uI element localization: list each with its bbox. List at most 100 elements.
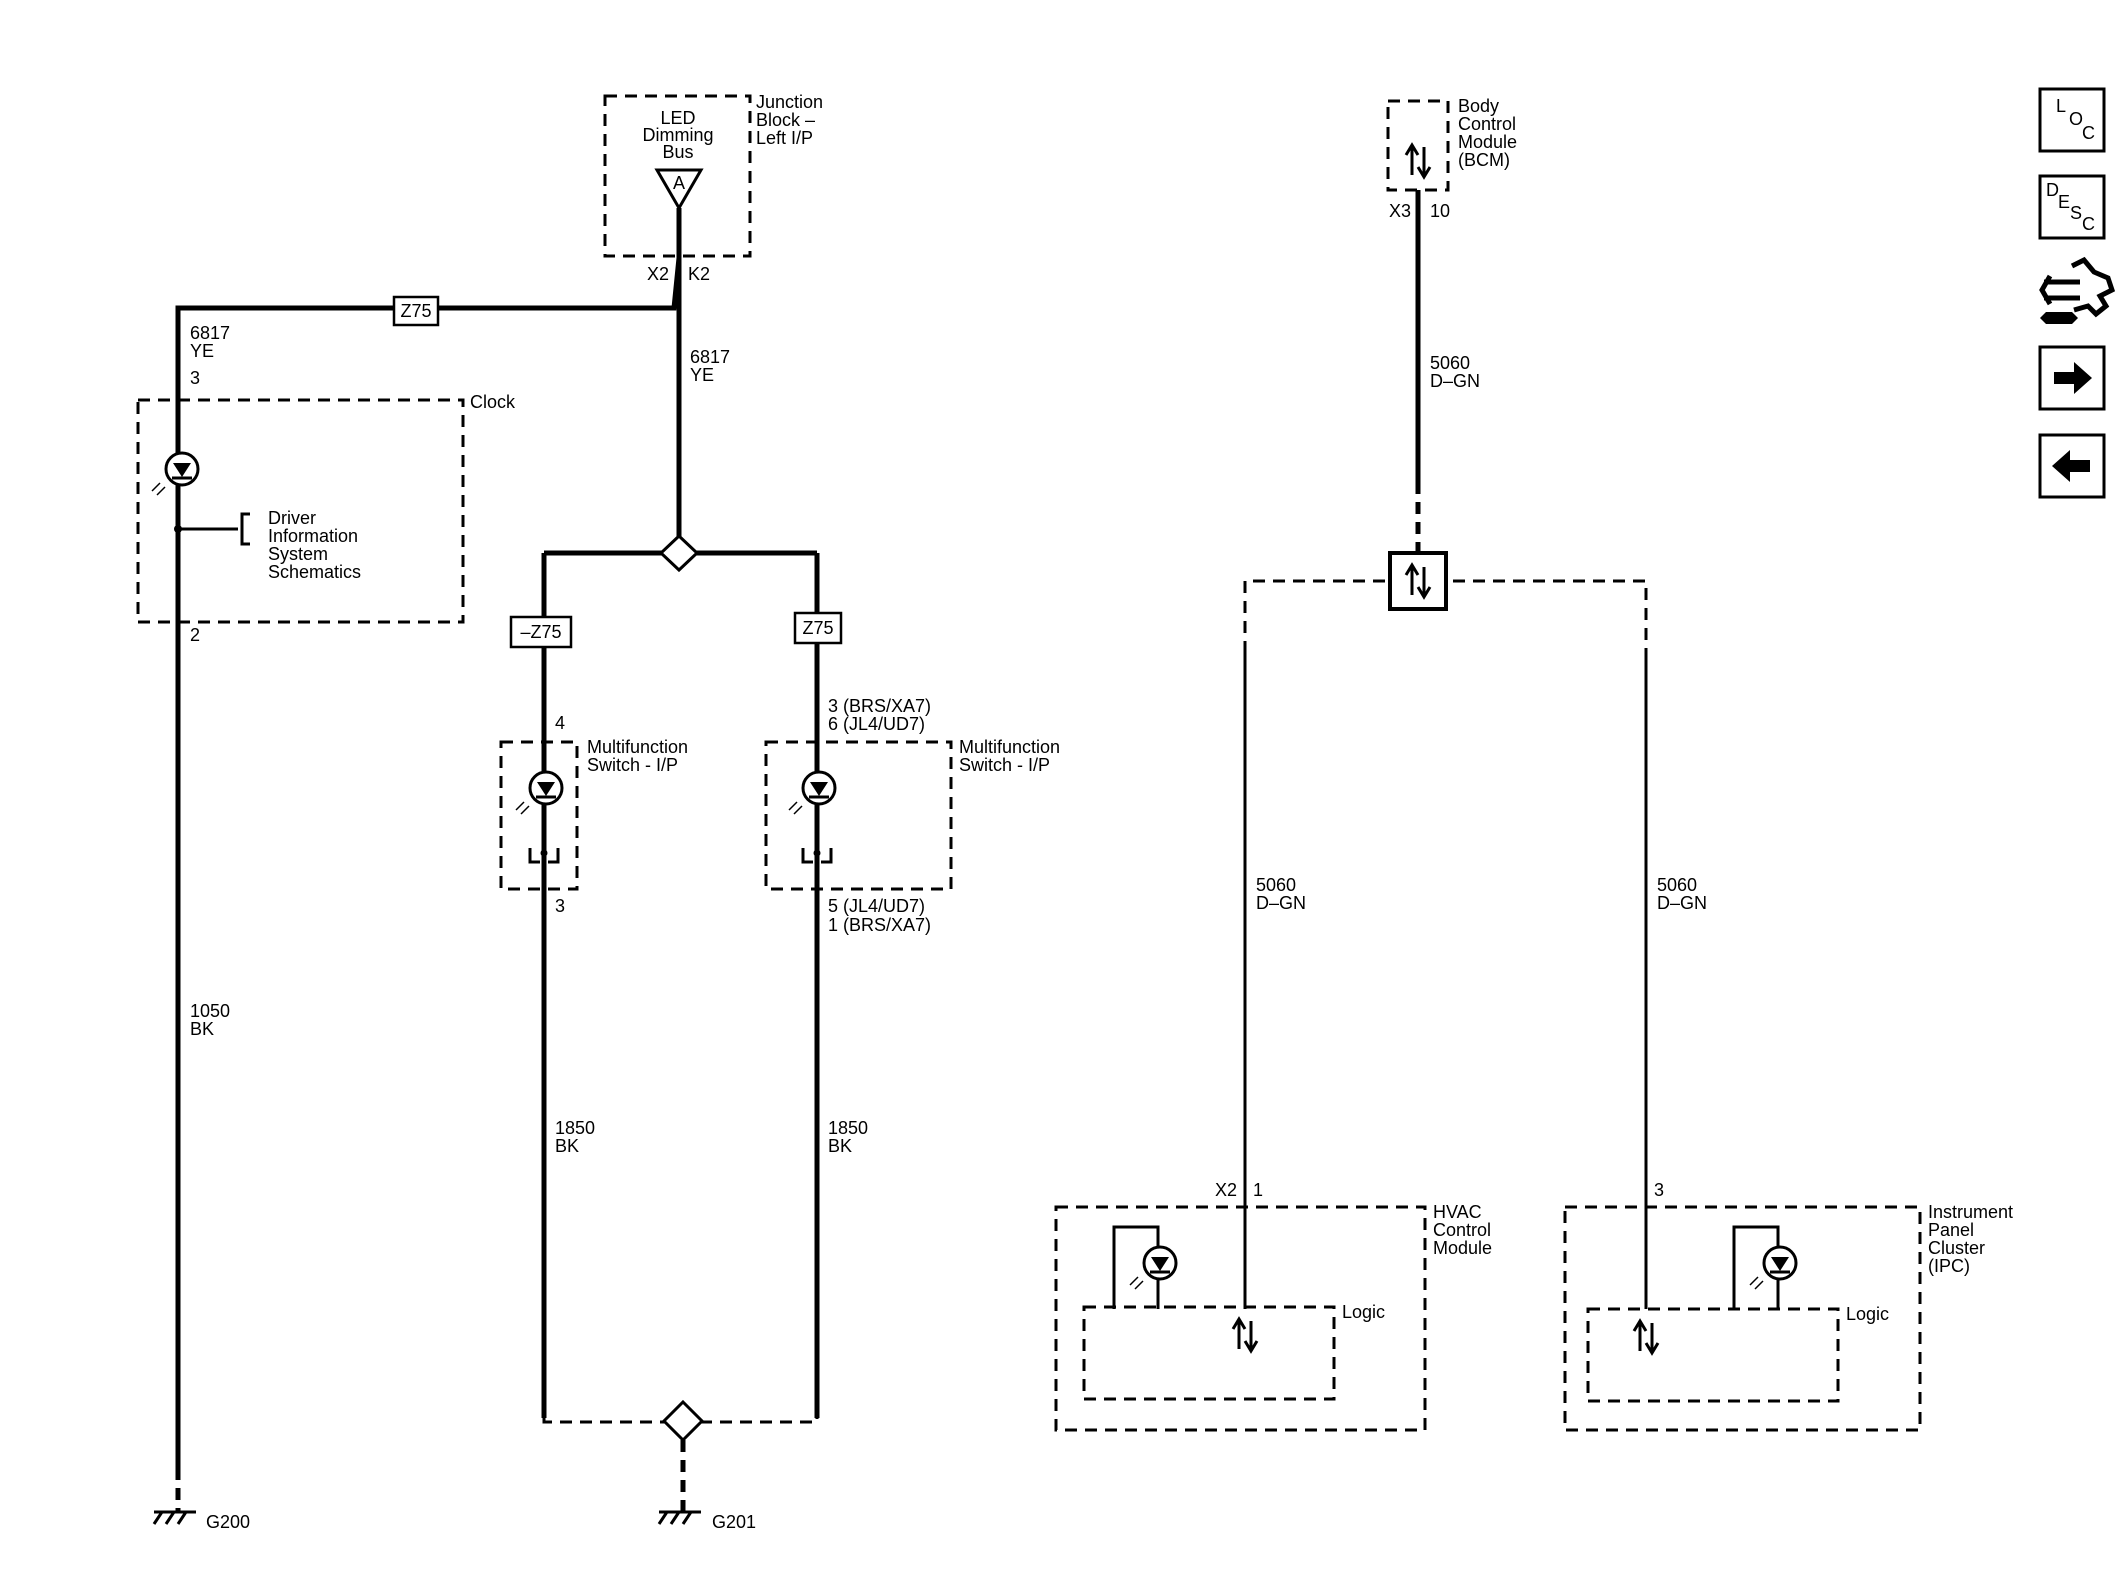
location-button[interactable]: L O C xyxy=(2038,87,2106,153)
dis-ref-3: System xyxy=(268,544,328,564)
mfs-right-led-icon xyxy=(787,770,837,816)
data-bus-box xyxy=(1388,551,1448,611)
description-button[interactable]: D E S C xyxy=(2038,174,2106,240)
ipc-name-4: (IPC) xyxy=(1928,1256,1970,1276)
z75-option-box xyxy=(392,295,440,327)
pin-k2-label: K2 xyxy=(688,264,710,284)
splice-branches: –Z75 Z75 xyxy=(509,533,843,1418)
ipc-name-3: Cluster xyxy=(1928,1238,1985,1258)
bcm-name-4: (BCM) xyxy=(1458,150,1510,170)
desc-letter-c: C xyxy=(2082,214,2095,234)
clock-feed-circuit-2: YE xyxy=(190,341,214,361)
connector-repair-icon xyxy=(2039,256,2116,318)
mfs-right-name-1: Multifunction xyxy=(959,737,1060,757)
mfs-left-ground-circuit-1: 1850 xyxy=(555,1118,595,1138)
mfs-right-pin-bottom-2: 1 (BRS/XA7) xyxy=(828,915,931,935)
ipc-led-icon xyxy=(1748,1245,1798,1291)
multifunction-switch-right: 3 (BRS/XA7) 6 (JL4/UD7) Multifunction Sw… xyxy=(764,696,1060,1156)
mfs-left-name-1: Multifunction xyxy=(587,737,688,757)
mfs-right-ground-circuit-2: BK xyxy=(828,1136,852,1156)
mfs-left-name-2: Switch - I/P xyxy=(587,755,678,775)
loc-letter-o: O xyxy=(2069,109,2083,129)
mfs-left-ground-circuit-2: BK xyxy=(555,1136,579,1156)
instrument-panel-cluster: 5060 D–GN 3 Instrument Panel Cluster (IP… xyxy=(1563,875,2013,1432)
mfs-left-pin-top: 4 xyxy=(555,713,565,733)
pin-x2-label: X2 xyxy=(647,264,669,284)
led-dimming-bus-label-3: Bus xyxy=(662,142,693,162)
hvac-pin-conn: X2 xyxy=(1215,1180,1237,1200)
led-dimming-bus-label-1: LED xyxy=(660,108,695,128)
mfs-left-led-icon xyxy=(514,770,564,816)
previous-page-button[interactable] xyxy=(2038,433,2106,499)
junction-block-name-1: Junction xyxy=(756,92,823,112)
hvac-logic-label: Logic xyxy=(1342,1302,1385,1322)
ipc-name-1: Instrument xyxy=(1928,1202,2013,1222)
mfs-right-pin-bottom-1: 5 (JL4/UD7) xyxy=(828,896,925,916)
ground-g200-icon xyxy=(152,1510,198,1526)
desc-letter-s: S xyxy=(2070,203,2082,223)
desc-letter-d: D xyxy=(2046,180,2059,200)
ipc-circuit-1: 5060 xyxy=(1657,875,1697,895)
terminal-a-label: A xyxy=(673,173,685,193)
connector-repair-button[interactable] xyxy=(2039,256,2116,324)
ground-g200-label: G200 xyxy=(206,1512,250,1532)
clock-module: Clock Driver Information System Schemati… xyxy=(136,392,516,1532)
ipc-logic-label: Logic xyxy=(1846,1304,1889,1324)
z75-right-option-label: Z75 xyxy=(802,618,833,638)
clock-pin-bottom: 2 xyxy=(190,625,200,645)
hvac-name-1: HVAC xyxy=(1433,1202,1482,1222)
junction-block: LED Dimming Bus A Junction Block – Left … xyxy=(603,92,823,284)
feed-wires: Z75 6817 YE 3 6817 YE xyxy=(175,208,730,540)
mfs-right-ground-circuit-1: 1850 xyxy=(828,1118,868,1138)
clock-label: Clock xyxy=(470,392,516,412)
ground-splice-diamond-icon xyxy=(661,1399,705,1443)
hvac-pin-num: 1 xyxy=(1253,1180,1263,1200)
not-z75-option-label: –Z75 xyxy=(520,622,561,642)
z75-right-option-box xyxy=(793,611,843,645)
hvac-circuit-1: 5060 xyxy=(1256,875,1296,895)
clock-feed-circuit-1: 6817 xyxy=(190,323,230,343)
hvac-name-3: Module xyxy=(1433,1238,1492,1258)
dis-ref-4: Schematics xyxy=(268,562,361,582)
dis-ref-1: Driver xyxy=(268,508,316,528)
bcm-circuit-2: D–GN xyxy=(1430,371,1480,391)
hvac-led-icon xyxy=(1128,1245,1178,1291)
main-feed-circuit-1: 6817 xyxy=(690,347,730,367)
ipc-circuit-2: D–GN xyxy=(1657,893,1707,913)
dis-ref-2: Information xyxy=(268,526,358,546)
bcm-data-arrows-icon xyxy=(1404,143,1432,179)
serial-data-bus xyxy=(1243,551,1648,1309)
clock-pin-top: 3 xyxy=(190,368,200,388)
loc-letter-l: L xyxy=(2056,96,2066,116)
bcm-pin-num: 10 xyxy=(1430,201,1450,221)
ground-g201-icon xyxy=(657,1510,703,1526)
terminal-triangle-icon xyxy=(654,168,704,211)
multifunction-switch-left: 4 Multifunction Switch - I/P 3 1850 BK xyxy=(499,713,688,1156)
ground-g201-group: G201 xyxy=(542,1399,819,1532)
hvac-circuit-2: D–GN xyxy=(1256,893,1306,913)
clock-led-icon xyxy=(150,451,200,497)
led-dimming-bus-label-2: Dimming xyxy=(642,125,713,145)
ground-g201-label: G201 xyxy=(712,1512,756,1532)
bcm-name-3: Module xyxy=(1458,132,1517,152)
clock-ground-circuit-1: 1050 xyxy=(190,1001,230,1021)
z75-option-label: Z75 xyxy=(400,301,431,321)
ipc-name-2: Panel xyxy=(1928,1220,1974,1240)
hvac-name-2: Control xyxy=(1433,1220,1491,1240)
arrow-right-icon xyxy=(2054,362,2092,394)
reference-bracket-icon xyxy=(240,512,250,546)
hvac-control-module: 5060 D–GN X2 1 HVAC Control Module Logic xyxy=(1054,875,1492,1432)
bcm-name-2: Control xyxy=(1458,114,1516,134)
mfs-right-pin-top-2: 6 (JL4/UD7) xyxy=(828,714,925,734)
main-feed-circuit-2: YE xyxy=(690,365,714,385)
mfs-left-pin-bottom: 3 xyxy=(555,896,565,916)
bcm-name-1: Body xyxy=(1458,96,1499,116)
splice-diamond-icon xyxy=(658,533,700,573)
mfs-right-pin-top-1: 3 (BRS/XA7) xyxy=(828,696,931,716)
bcm-circuit-1: 5060 xyxy=(1430,353,1470,373)
next-page-button[interactable] xyxy=(2038,345,2106,411)
bcm-pin-conn: X3 xyxy=(1389,201,1411,221)
junction-block-name-3: Left I/P xyxy=(756,128,813,148)
clock-ground-circuit-2: BK xyxy=(190,1019,214,1039)
